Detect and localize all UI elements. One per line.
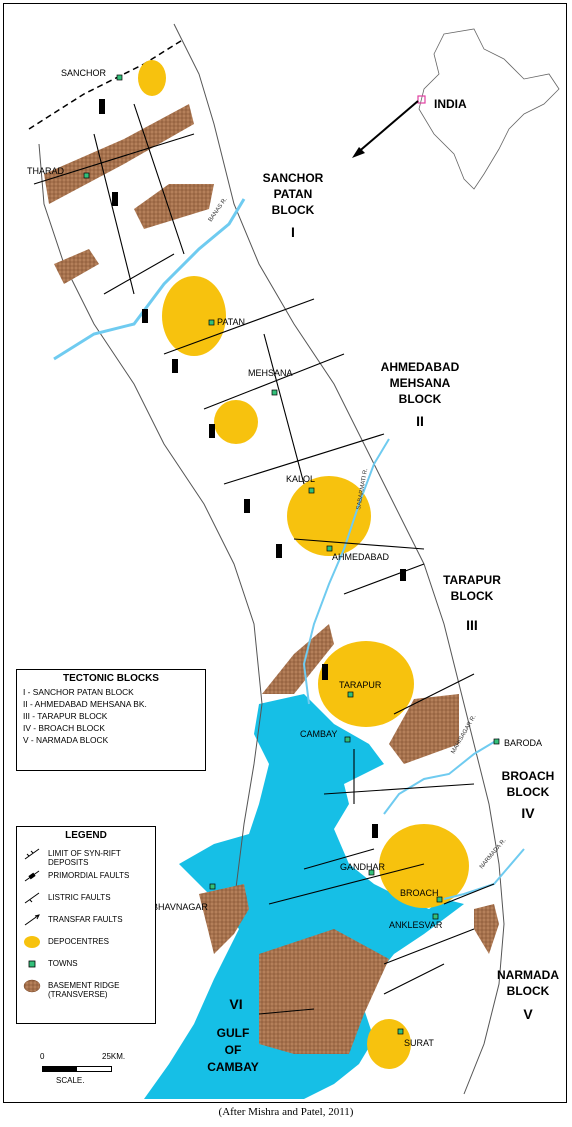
- river-label-banas: BANAS R.: [208, 196, 229, 223]
- tectonic-block-item: V - NARMADA BLOCK: [23, 735, 109, 745]
- basement-ridge: [259, 929, 389, 1054]
- gulf-of-cambay-label: VI GULF OF CAMBAY: [207, 996, 259, 1074]
- svg-text:TARAPUR: TARAPUR: [443, 573, 501, 587]
- block-label-broach: BROACH BLOCK IV: [502, 769, 555, 821]
- legend-item: TRANSFAR FAULTS: [17, 911, 155, 933]
- town-label-baroda: BARODA: [504, 738, 542, 748]
- narmada-river: [443, 848, 525, 900]
- svg-text:V: V: [523, 1006, 533, 1022]
- town-label-bhavnagar: BHAVNAGAR: [152, 902, 208, 912]
- basement-ridge: [134, 184, 214, 229]
- svg-text:SANCHOR: SANCHOR: [263, 171, 324, 185]
- town-label-kalol: KALOL: [286, 474, 315, 484]
- town-label-surat: SURAT: [404, 1038, 434, 1048]
- india-inset-map: [352, 28, 560, 190]
- svg-text:BROACH: BROACH: [502, 769, 555, 783]
- legend-item: TOWNS: [17, 955, 155, 977]
- sabarmati-river: [302, 438, 390, 705]
- town-label-tharad: THARAD: [27, 166, 65, 176]
- fault-lines: [33, 103, 495, 1015]
- svg-text:NARMADA: NARMADA: [497, 968, 559, 982]
- town-label-ahmedabad: AHMEDABAD: [332, 552, 390, 562]
- block-label-ahmedabad-mehsana: AHMEDABAD MEHSANA BLOCK II: [381, 360, 460, 429]
- legend-item: DEPOCENTRES: [17, 933, 155, 955]
- basement-ridge: [199, 884, 249, 954]
- town-label-mehsana: MEHSANA: [248, 368, 293, 378]
- legend-item: LISTRIC FAULTS: [17, 889, 155, 911]
- legend-item: LIMIT OF SYN-RIFT DEPOSITS: [17, 845, 155, 867]
- listric-fault-icon: [24, 892, 40, 904]
- town-label-sanchor: SANCHOR: [61, 68, 107, 78]
- scale-start: 0: [40, 1052, 45, 1061]
- depocentre: [214, 400, 258, 444]
- svg-text:MEHSANA: MEHSANA: [390, 376, 451, 390]
- basement-ridge: [474, 904, 499, 954]
- scale-bar: 0 25KM. SCALE.: [34, 1052, 144, 1092]
- primordial-fault-icon: [24, 870, 40, 882]
- block-label-narmada: NARMADA BLOCK V: [497, 968, 559, 1022]
- gulf-of-cambay-sea: [144, 694, 464, 1099]
- depocentre-icon: [24, 936, 40, 948]
- river-label-narmada: NARMADA R.: [479, 838, 508, 871]
- legend-item: PRIMORDIAL FAULTS: [17, 867, 155, 889]
- depocentre: [287, 476, 371, 556]
- block-label-tarapur: TARAPUR BLOCK III: [443, 573, 501, 633]
- basement-ridge: [262, 624, 334, 694]
- transfer-fault-icon: [24, 914, 40, 926]
- svg-text:OF: OF: [225, 1043, 242, 1057]
- mahisagar-river: [383, 738, 500, 815]
- basement-ridge: [54, 249, 99, 284]
- svg-text:BLOCK: BLOCK: [507, 785, 550, 799]
- basement-ridge: [389, 694, 459, 764]
- tectonic-block-item: III - TARAPUR BLOCK: [23, 711, 108, 721]
- tectonic-block-item: I - SANCHOR PATAN BLOCK: [23, 687, 134, 697]
- town-markers: [83, 74, 500, 1035]
- town-label-gandhar: GANDHAR: [340, 862, 386, 872]
- tectonic-blocks-title: TECTONIC BLOCKS: [63, 673, 159, 684]
- syn-rift-limit-north: [28, 38, 185, 130]
- depocentre: [162, 276, 226, 356]
- town-label-patan: PATAN: [217, 317, 245, 327]
- basement-ridge: [44, 104, 194, 204]
- depocentre: [138, 60, 166, 96]
- scale-end: 25KM.: [102, 1052, 126, 1061]
- basement-ridge-icon: [23, 979, 41, 993]
- figure-caption: (After Mishra and Patel, 2011): [218, 1106, 354, 1118]
- svg-text:I: I: [291, 224, 295, 240]
- svg-text:CAMBAY: CAMBAY: [207, 1060, 259, 1074]
- svg-text:BLOCK: BLOCK: [272, 203, 315, 217]
- town-label-cambay: CAMBAY: [300, 729, 337, 739]
- town-label-anklesvar: ANKLESVAR: [389, 920, 443, 930]
- legend-item: BASEMENT RIDGE (TRANSVERSE): [17, 977, 155, 999]
- scale-label: SCALE.: [56, 1076, 85, 1085]
- tectonic-block-item: IV - BROACH BLOCK: [23, 723, 105, 733]
- svg-text:BLOCK: BLOCK: [507, 984, 550, 998]
- svg-text:BLOCK: BLOCK: [451, 589, 494, 603]
- svg-text:GULF: GULF: [217, 1026, 250, 1040]
- syn-rift-limit-icon: [24, 848, 40, 860]
- scale-bar-line: [42, 1066, 112, 1072]
- map-legend: LEGEND LIMIT OF SYN-RIFT DEPOSITS PRIMOR…: [16, 826, 156, 1024]
- banas-river: [53, 198, 246, 361]
- svg-text:BLOCK: BLOCK: [399, 392, 442, 406]
- cambay-basin-map: SANCHOR THARAD PATAN MEHSANA KALOL AHMED…: [27, 23, 560, 1099]
- legend-title: LEGEND: [65, 830, 107, 841]
- svg-text:PATAN: PATAN: [274, 187, 313, 201]
- tectonic-blocks-legend: TECTONIC BLOCKS I - SANCHOR PATAN BLOCK …: [16, 669, 206, 771]
- town-label-tarapur: TARAPUR: [339, 680, 382, 690]
- svg-text:III: III: [466, 617, 478, 633]
- map-frame: SANCHOR THARAD PATAN MEHSANA KALOL AHMED…: [3, 3, 567, 1103]
- block-label-sanchor-patan: SANCHOR PATAN BLOCK I: [263, 171, 324, 240]
- depocentre: [379, 824, 469, 908]
- primordial-faults: [99, 99, 406, 838]
- svg-text:AHMEDABAD: AHMEDABAD: [381, 360, 460, 374]
- town-label-broach: BROACH: [400, 888, 439, 898]
- svg-text:IV: IV: [521, 805, 535, 821]
- tectonic-block-item: II - AHMEDABAD MEHSANA BK.: [23, 699, 147, 709]
- depocentre: [318, 641, 414, 727]
- town-icon: [28, 960, 36, 968]
- india-label: INDIA: [434, 97, 467, 111]
- svg-text:II: II: [416, 413, 424, 429]
- svg-text:VI: VI: [229, 996, 242, 1012]
